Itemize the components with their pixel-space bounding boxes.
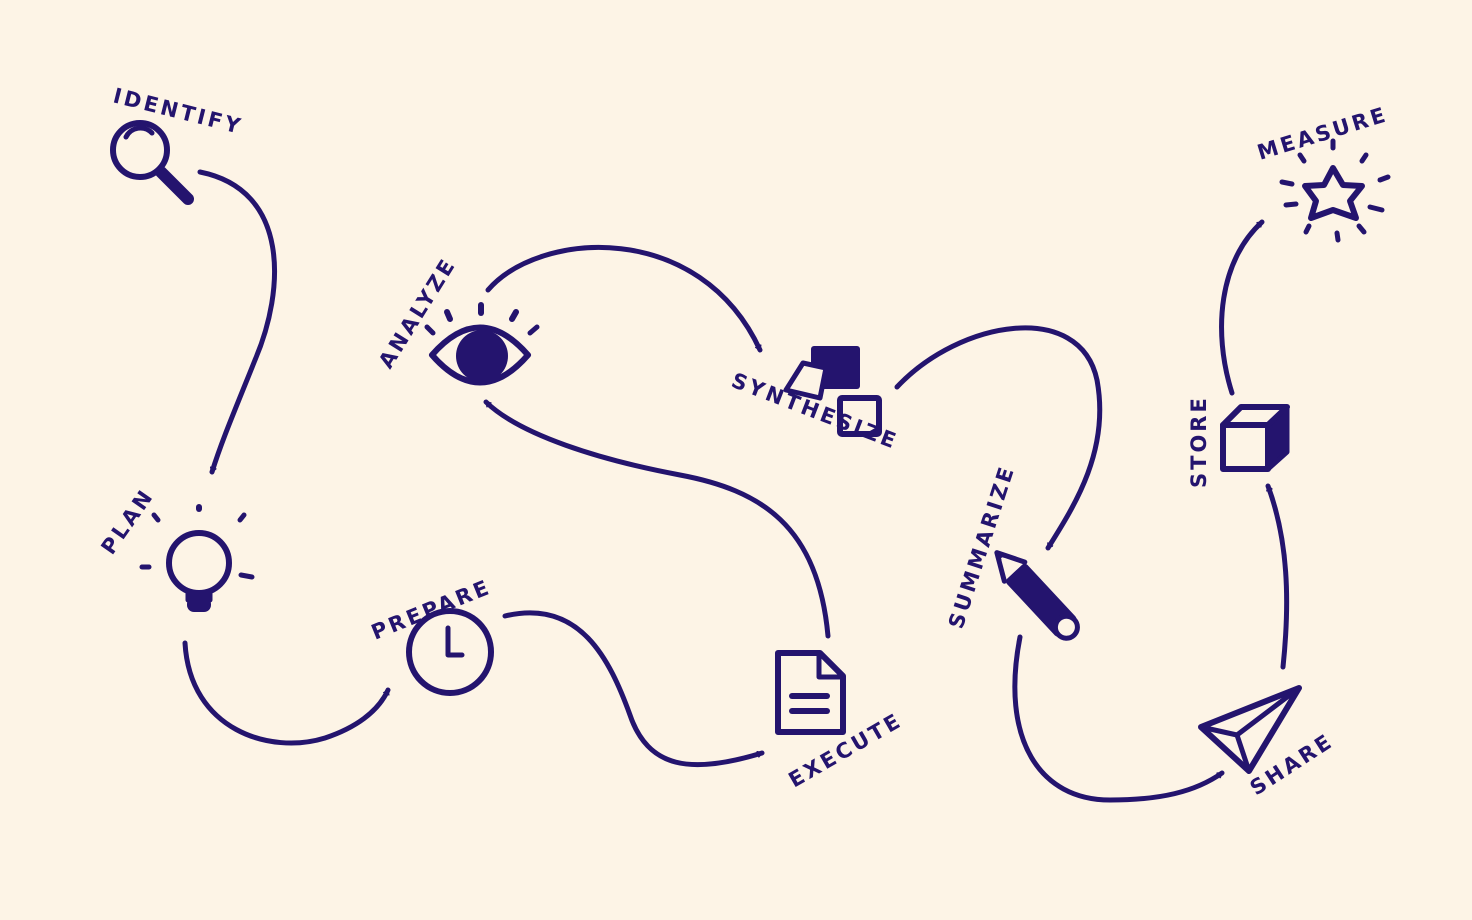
paper-plane-icon — [1198, 685, 1302, 774]
step-label-share: SHARE — [1246, 729, 1338, 801]
arrow-execute-to-analyze — [483, 399, 831, 639]
eye-icon — [424, 302, 540, 386]
pencil-icon — [994, 550, 1080, 641]
arrow-share-to-store — [1265, 483, 1290, 670]
arrow-plan-to-prepare — [182, 640, 391, 746]
step-label-store: STORE — [1187, 395, 1211, 488]
arrow-identify-to-plan — [197, 169, 277, 475]
document-icon — [775, 650, 846, 735]
arrow-synthesize-to-summarize — [894, 325, 1103, 551]
step-label-plan: PLAN — [96, 484, 158, 559]
star-icon — [1279, 138, 1391, 243]
step-label-prepare: PREPARE — [368, 575, 495, 645]
arrow-analyze-to-synthesize — [485, 245, 763, 353]
lightbulb-icon — [139, 504, 255, 612]
arrow-store-to-measure — [1219, 219, 1265, 396]
arrow-summarize-to-share — [1012, 634, 1225, 803]
sticky-notes-icon — [783, 346, 882, 437]
box-icon — [1220, 404, 1290, 472]
step-label-measure: MEASURE — [1254, 102, 1390, 164]
clock-icon — [406, 608, 494, 696]
arrow-prepare-to-execute — [502, 610, 765, 768]
step-label-summarize: SUMMARIZE — [944, 462, 1020, 632]
magnifying-glass-icon — [110, 120, 194, 205]
